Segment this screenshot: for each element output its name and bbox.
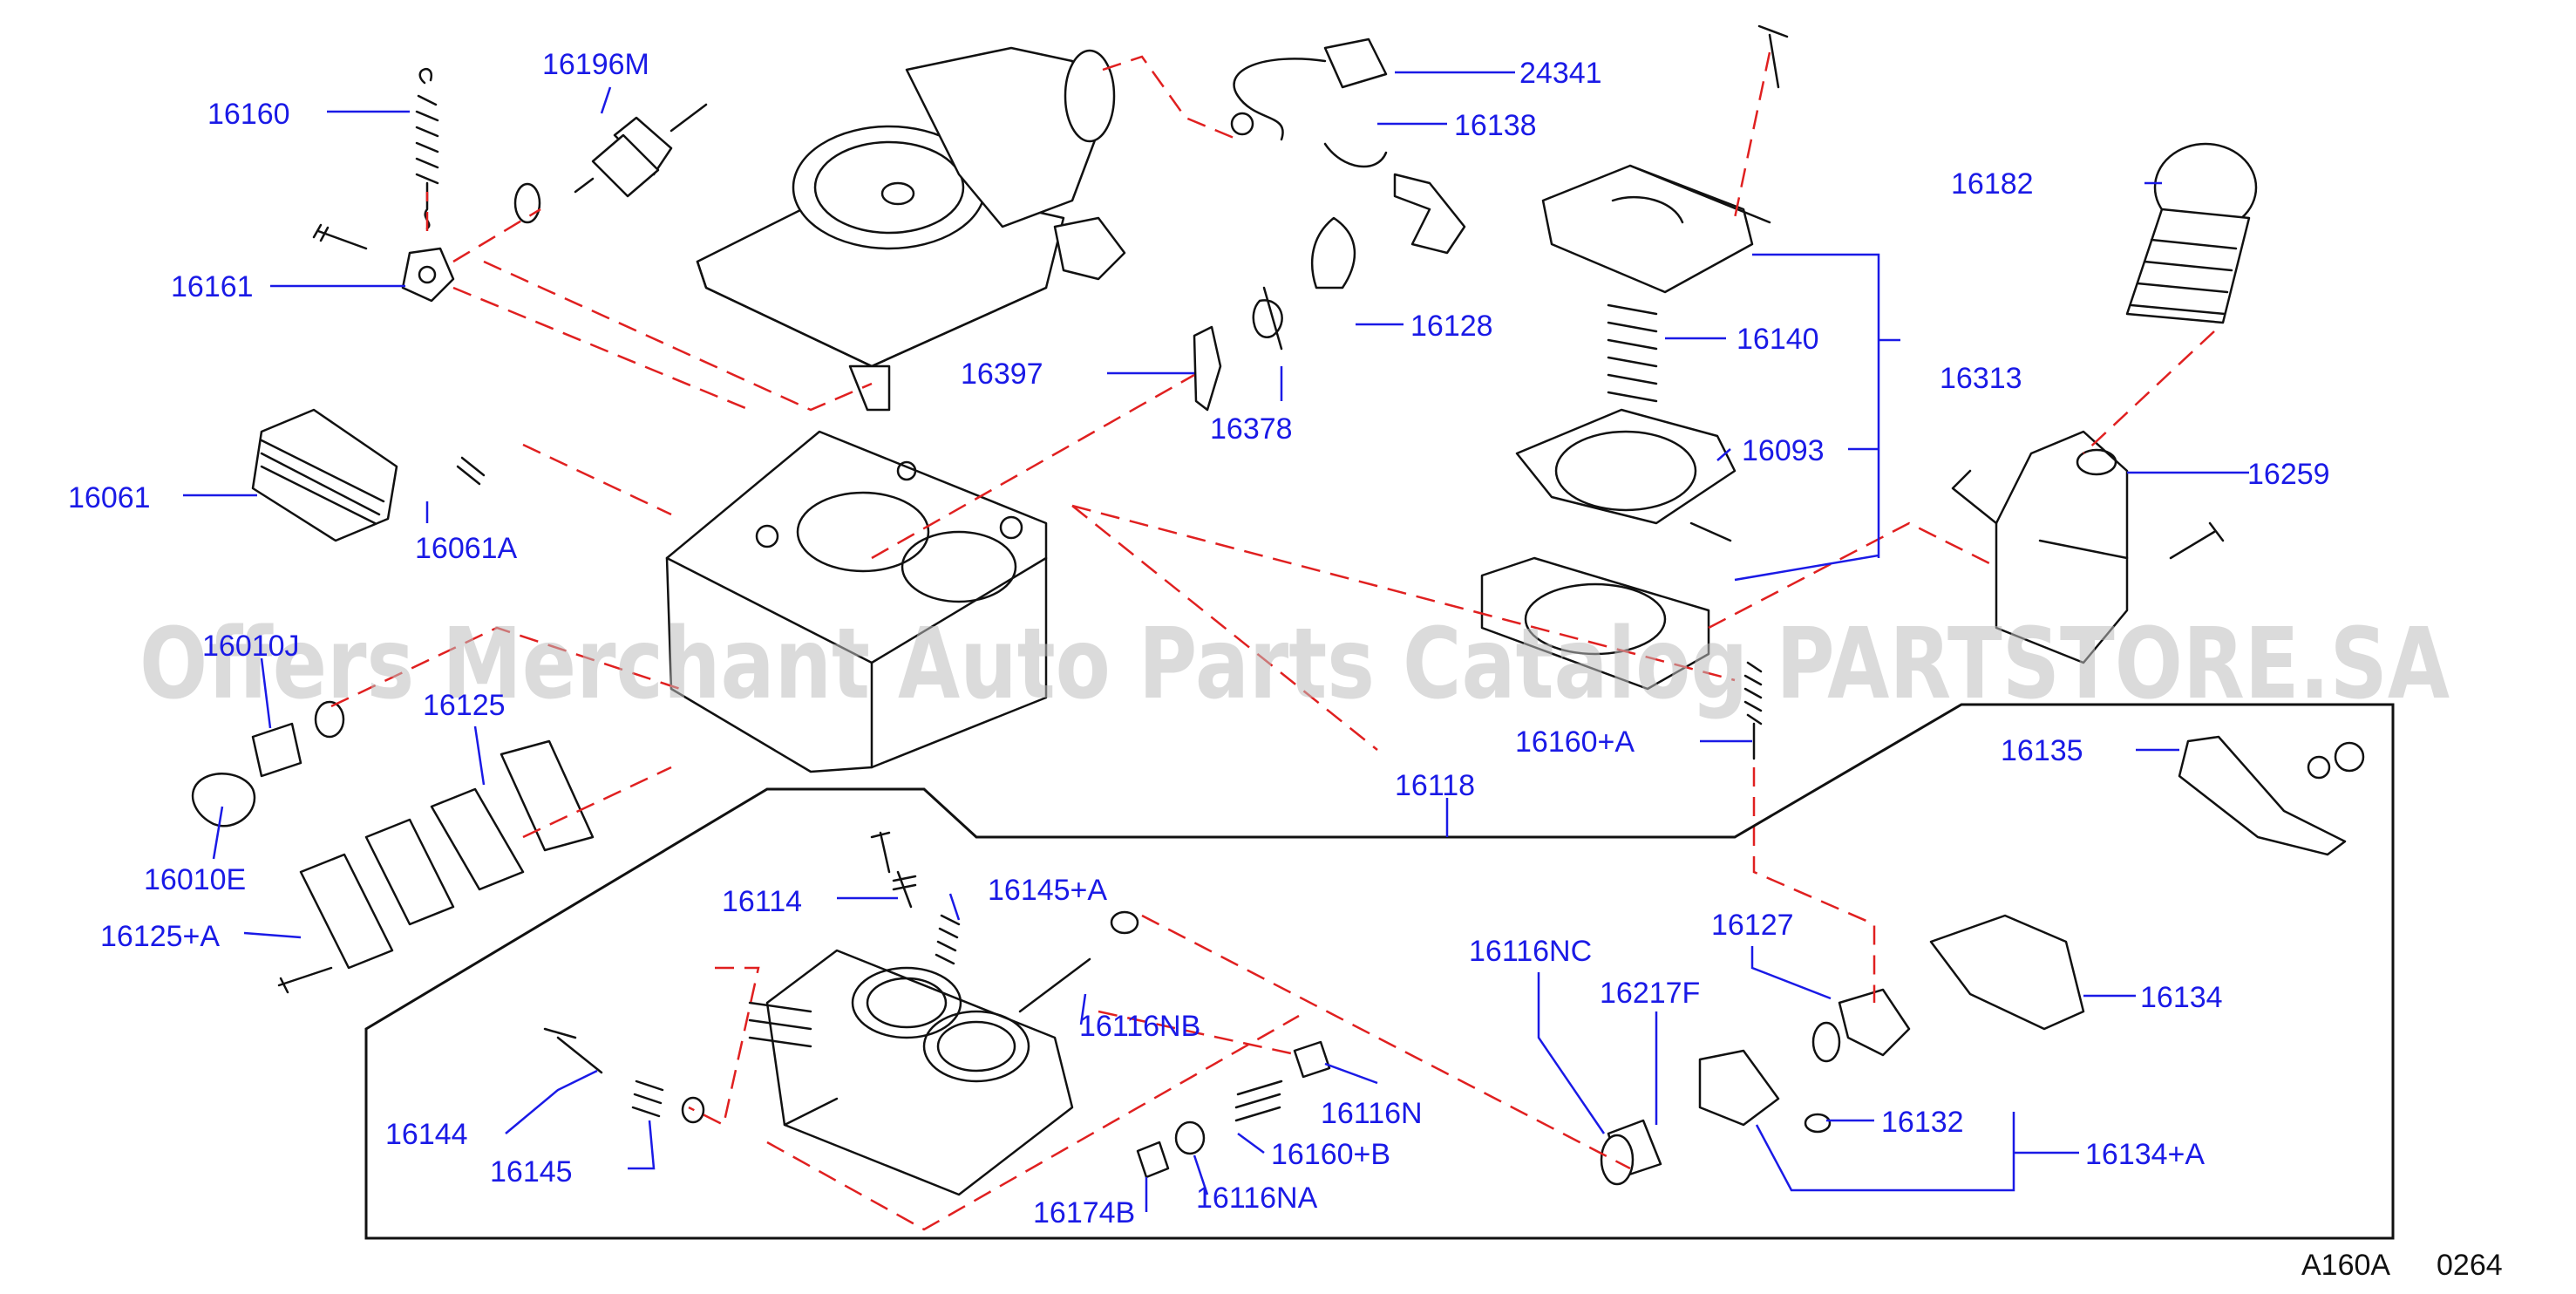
label-16125[interactable]: 16125	[423, 689, 506, 722]
label-16259[interactable]: 16259	[2247, 458, 2330, 491]
label-16127[interactable]: 16127	[1711, 909, 1794, 942]
bracket-16259	[1951, 430, 2225, 664]
bracket-16135	[2178, 735, 2365, 856]
label-16134a[interactable]: 16134+A	[2085, 1138, 2205, 1171]
label-24341[interactable]: 24341	[1519, 57, 1602, 90]
label-16145a[interactable]: 16145+A	[988, 874, 1107, 907]
label-16116n[interactable]: 16116N	[1321, 1097, 1423, 1130]
plug-16010	[191, 700, 345, 827]
clips-levers	[1252, 142, 1466, 351]
label-16116nc[interactable]: 16116NC	[1469, 935, 1592, 968]
label-16160[interactable]: 16160	[207, 98, 290, 131]
throttle-linkage	[1600, 988, 1911, 1186]
carburetor-body	[665, 430, 1048, 773]
label-16144[interactable]: 16144	[385, 1118, 468, 1151]
label-16138[interactable]: 16138	[1454, 109, 1537, 142]
label-16093[interactable]: 16093	[1742, 434, 1825, 467]
connector-24341	[1230, 37, 1388, 141]
label-16397[interactable]: 16397	[961, 358, 1043, 391]
label-16196m[interactable]: 16196M	[542, 48, 649, 81]
boot-16182	[2125, 142, 2258, 324]
spring-16160a	[1743, 661, 1763, 760]
label-16134[interactable]: 16134	[2140, 981, 2223, 1014]
label-16010j[interactable]: 16010J	[202, 630, 300, 663]
group-frame-16118	[364, 703, 2395, 1240]
page-number: 0264	[2437, 1249, 2503, 1282]
label-16116nb[interactable]: 16116NB	[1079, 1010, 1200, 1043]
label-16161[interactable]: 16161	[171, 270, 254, 303]
label-16217f[interactable]: 16217F	[1600, 977, 1700, 1010]
label-16135[interactable]: 16135	[2001, 734, 2083, 767]
label-16182[interactable]: 16182	[1951, 167, 2034, 201]
label-16116na[interactable]: 16116NA	[1196, 1182, 1318, 1215]
bracket-16161	[312, 223, 455, 303]
leader-lines	[183, 71, 2249, 1212]
label-16313[interactable]: 16313	[1940, 362, 2022, 395]
label-16145[interactable]: 16145	[490, 1155, 573, 1188]
small-parts-lower	[543, 831, 1331, 1179]
label-16128[interactable]: 16128	[1410, 310, 1493, 343]
throttle-body	[748, 949, 1091, 1196]
label-16132[interactable]: 16132	[1881, 1106, 1964, 1139]
label-16114[interactable]: 16114	[722, 885, 802, 918]
label-16010e[interactable]: 16010E	[144, 863, 246, 896]
label-16378[interactable]: 16378	[1210, 412, 1293, 446]
parts-illustrations	[191, 24, 2365, 1196]
diaphragm-assembly-16313	[1480, 24, 1789, 691]
label-16160b[interactable]: 16160+B	[1271, 1138, 1390, 1171]
diagram-code: A160A	[2301, 1249, 2390, 1282]
lever-16397	[1193, 325, 1222, 412]
solenoid-16196m	[513, 103, 708, 224]
part-labels: 16160 16196M 24341 16138 16161 16128 163…	[68, 48, 2330, 1229]
cover-16061	[251, 408, 486, 542]
label-16160a[interactable]: 16160+A	[1515, 725, 1635, 759]
spring-16160	[415, 68, 439, 230]
plate-16134	[1929, 914, 2085, 1031]
alignment-lines	[330, 51, 2215, 1231]
label-16125a[interactable]: 16125+A	[100, 920, 220, 953]
carburetor-air-horn	[696, 46, 1126, 412]
label-16061[interactable]: 16061	[68, 481, 151, 514]
label-16140[interactable]: 16140	[1737, 323, 1819, 356]
label-16061a[interactable]: 16061A	[415, 532, 518, 565]
label-16174b[interactable]: 16174B	[1033, 1196, 1135, 1229]
watermark: Offers Merchant Auto Parts Catalog PARTS…	[139, 608, 2450, 721]
label-16118[interactable]: 16118	[1395, 769, 1475, 802]
gaskets-16125	[277, 739, 595, 994]
